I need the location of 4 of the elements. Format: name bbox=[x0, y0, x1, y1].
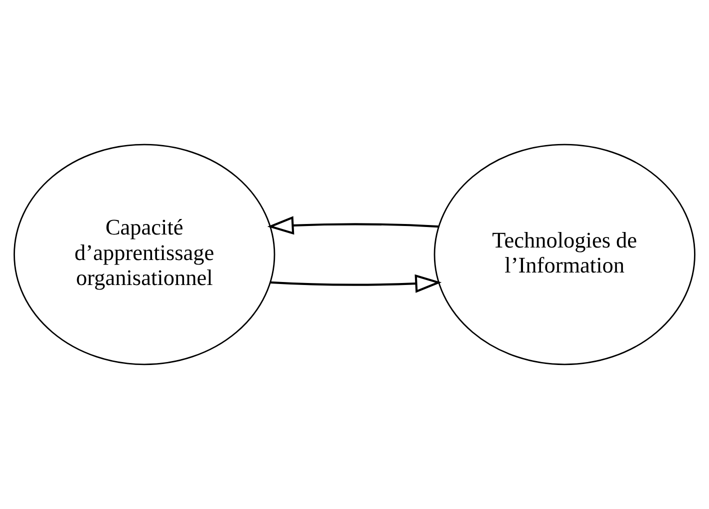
node-ellipse: Capacité d’apprentissage organisationnel bbox=[14, 144, 276, 366]
arrow bbox=[267, 216, 439, 235]
arrow bbox=[270, 274, 442, 293]
node-ellipse: Technologies de l’Information bbox=[434, 144, 696, 366]
